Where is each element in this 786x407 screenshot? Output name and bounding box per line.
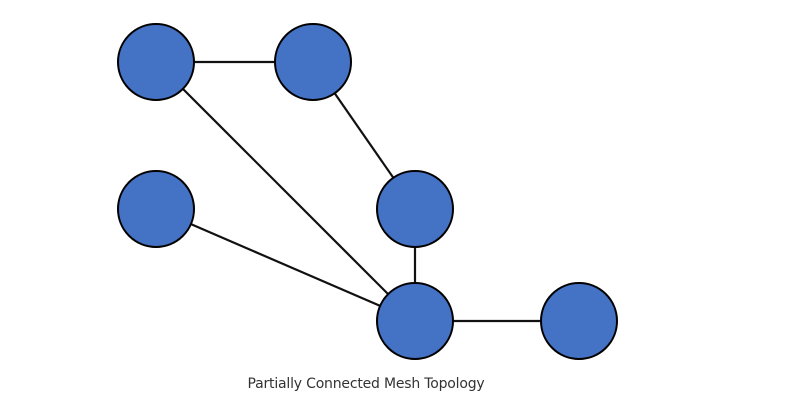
node-n5 bbox=[376, 282, 454, 360]
node-n4 bbox=[376, 170, 454, 248]
link-n3-n5 bbox=[155, 207, 416, 323]
node-n3 bbox=[117, 170, 195, 248]
node-n6 bbox=[540, 282, 618, 360]
diagram-caption: Partially Connected Mesh Topology bbox=[247, 376, 485, 392]
links-layer bbox=[155, 60, 579, 323]
node-n2 bbox=[274, 23, 352, 101]
node-n1 bbox=[117, 23, 195, 101]
link-n1-n5 bbox=[155, 61, 416, 322]
nodes-layer bbox=[117, 23, 618, 360]
